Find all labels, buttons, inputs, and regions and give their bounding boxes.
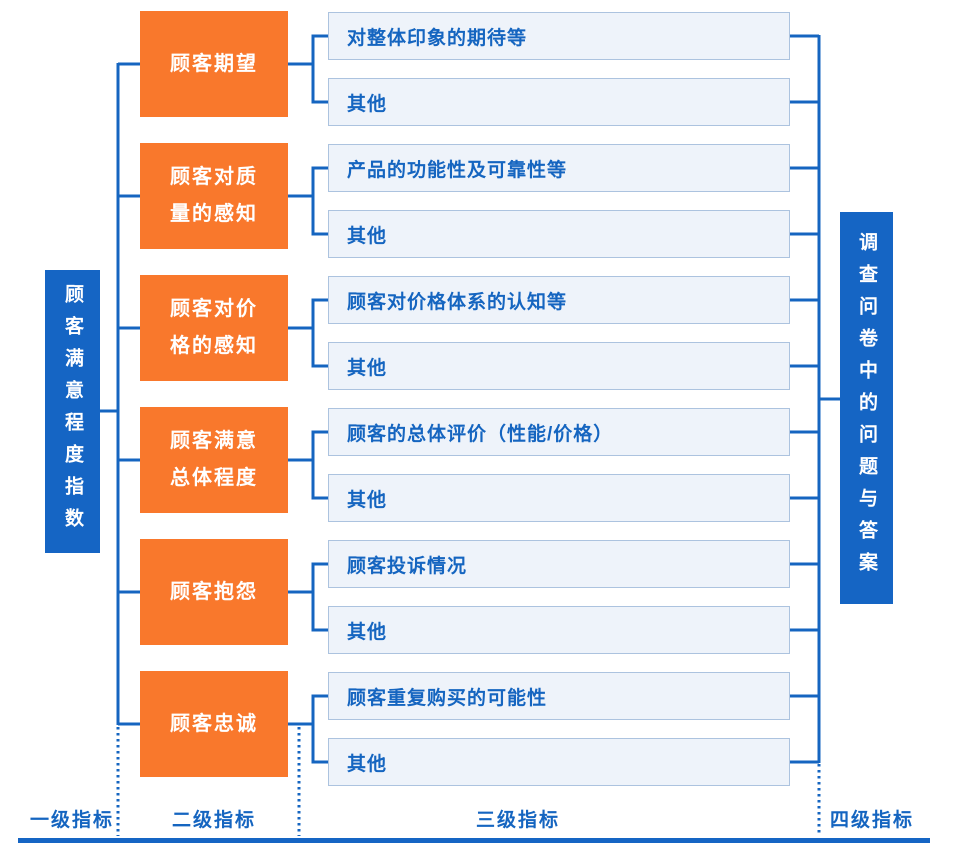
level2-node-label: 顾客期望 (170, 52, 258, 75)
level4-node: 调查问卷中的问题与答案 (840, 212, 893, 604)
level2-to-level3-connectors (288, 34, 328, 764)
level2-node-expectation: 顾客期望 (140, 11, 288, 117)
level3-node-other: 其他 (328, 474, 790, 522)
level3-node: 顾客对价格体系的认知等 (328, 276, 790, 324)
level3-node-other: 其他 (328, 342, 790, 390)
level3-node-other: 其他 (328, 606, 790, 654)
level2-node-label: 顾客满意总体程度 (170, 430, 258, 489)
level4-node-label: 调查问卷中的问题与答案 (856, 232, 877, 584)
level3-node-other: 其他 (328, 210, 790, 258)
level2-node-label: 顾客忠诚 (170, 712, 258, 735)
level3-node: 产品的功能性及可靠性等 (328, 144, 790, 192)
level2-node-label: 顾客对价格的感知 (170, 298, 258, 357)
level1-node-label: 顾客满意程度指数 (62, 283, 83, 540)
legend-level1: 一级指标 (29, 810, 115, 831)
level2-node-label: 顾客对质量的感知 (170, 166, 258, 225)
level3-node-other: 其他 (328, 78, 790, 126)
level2-node-complaints: 顾客抱怨 (140, 539, 288, 645)
level3-to-level4-connectors (790, 34, 840, 764)
level3-node: 顾客的总体评价（性能/价格） (328, 408, 790, 456)
column-separator-dotted-lines (116, 727, 821, 836)
level1-to-level2-connectors (100, 62, 140, 726)
legend-level4: 四级指标 (829, 810, 915, 831)
level2-node-overall-satisfaction: 顾客满意总体程度 (140, 407, 288, 513)
level1-node: 顾客满意程度指数 (45, 270, 100, 553)
legend-level2: 二级指标 (171, 810, 257, 831)
legend-level3: 三级指标 (475, 810, 561, 831)
level3-node: 顾客重复购买的可能性 (328, 672, 790, 720)
level2-node-label: 顾客抱怨 (170, 580, 258, 603)
level3-node: 对整体印象的期待等 (328, 12, 790, 60)
bottom-axis-bar (18, 838, 930, 843)
level3-node: 顾客投诉情况 (328, 540, 790, 588)
level2-node-quality-perception: 顾客对质量的感知 (140, 143, 288, 249)
level3-node-other: 其他 (328, 738, 790, 786)
level2-node-loyalty: 顾客忠诚 (140, 671, 288, 777)
level2-node-price-perception: 顾客对价格的感知 (140, 275, 288, 381)
